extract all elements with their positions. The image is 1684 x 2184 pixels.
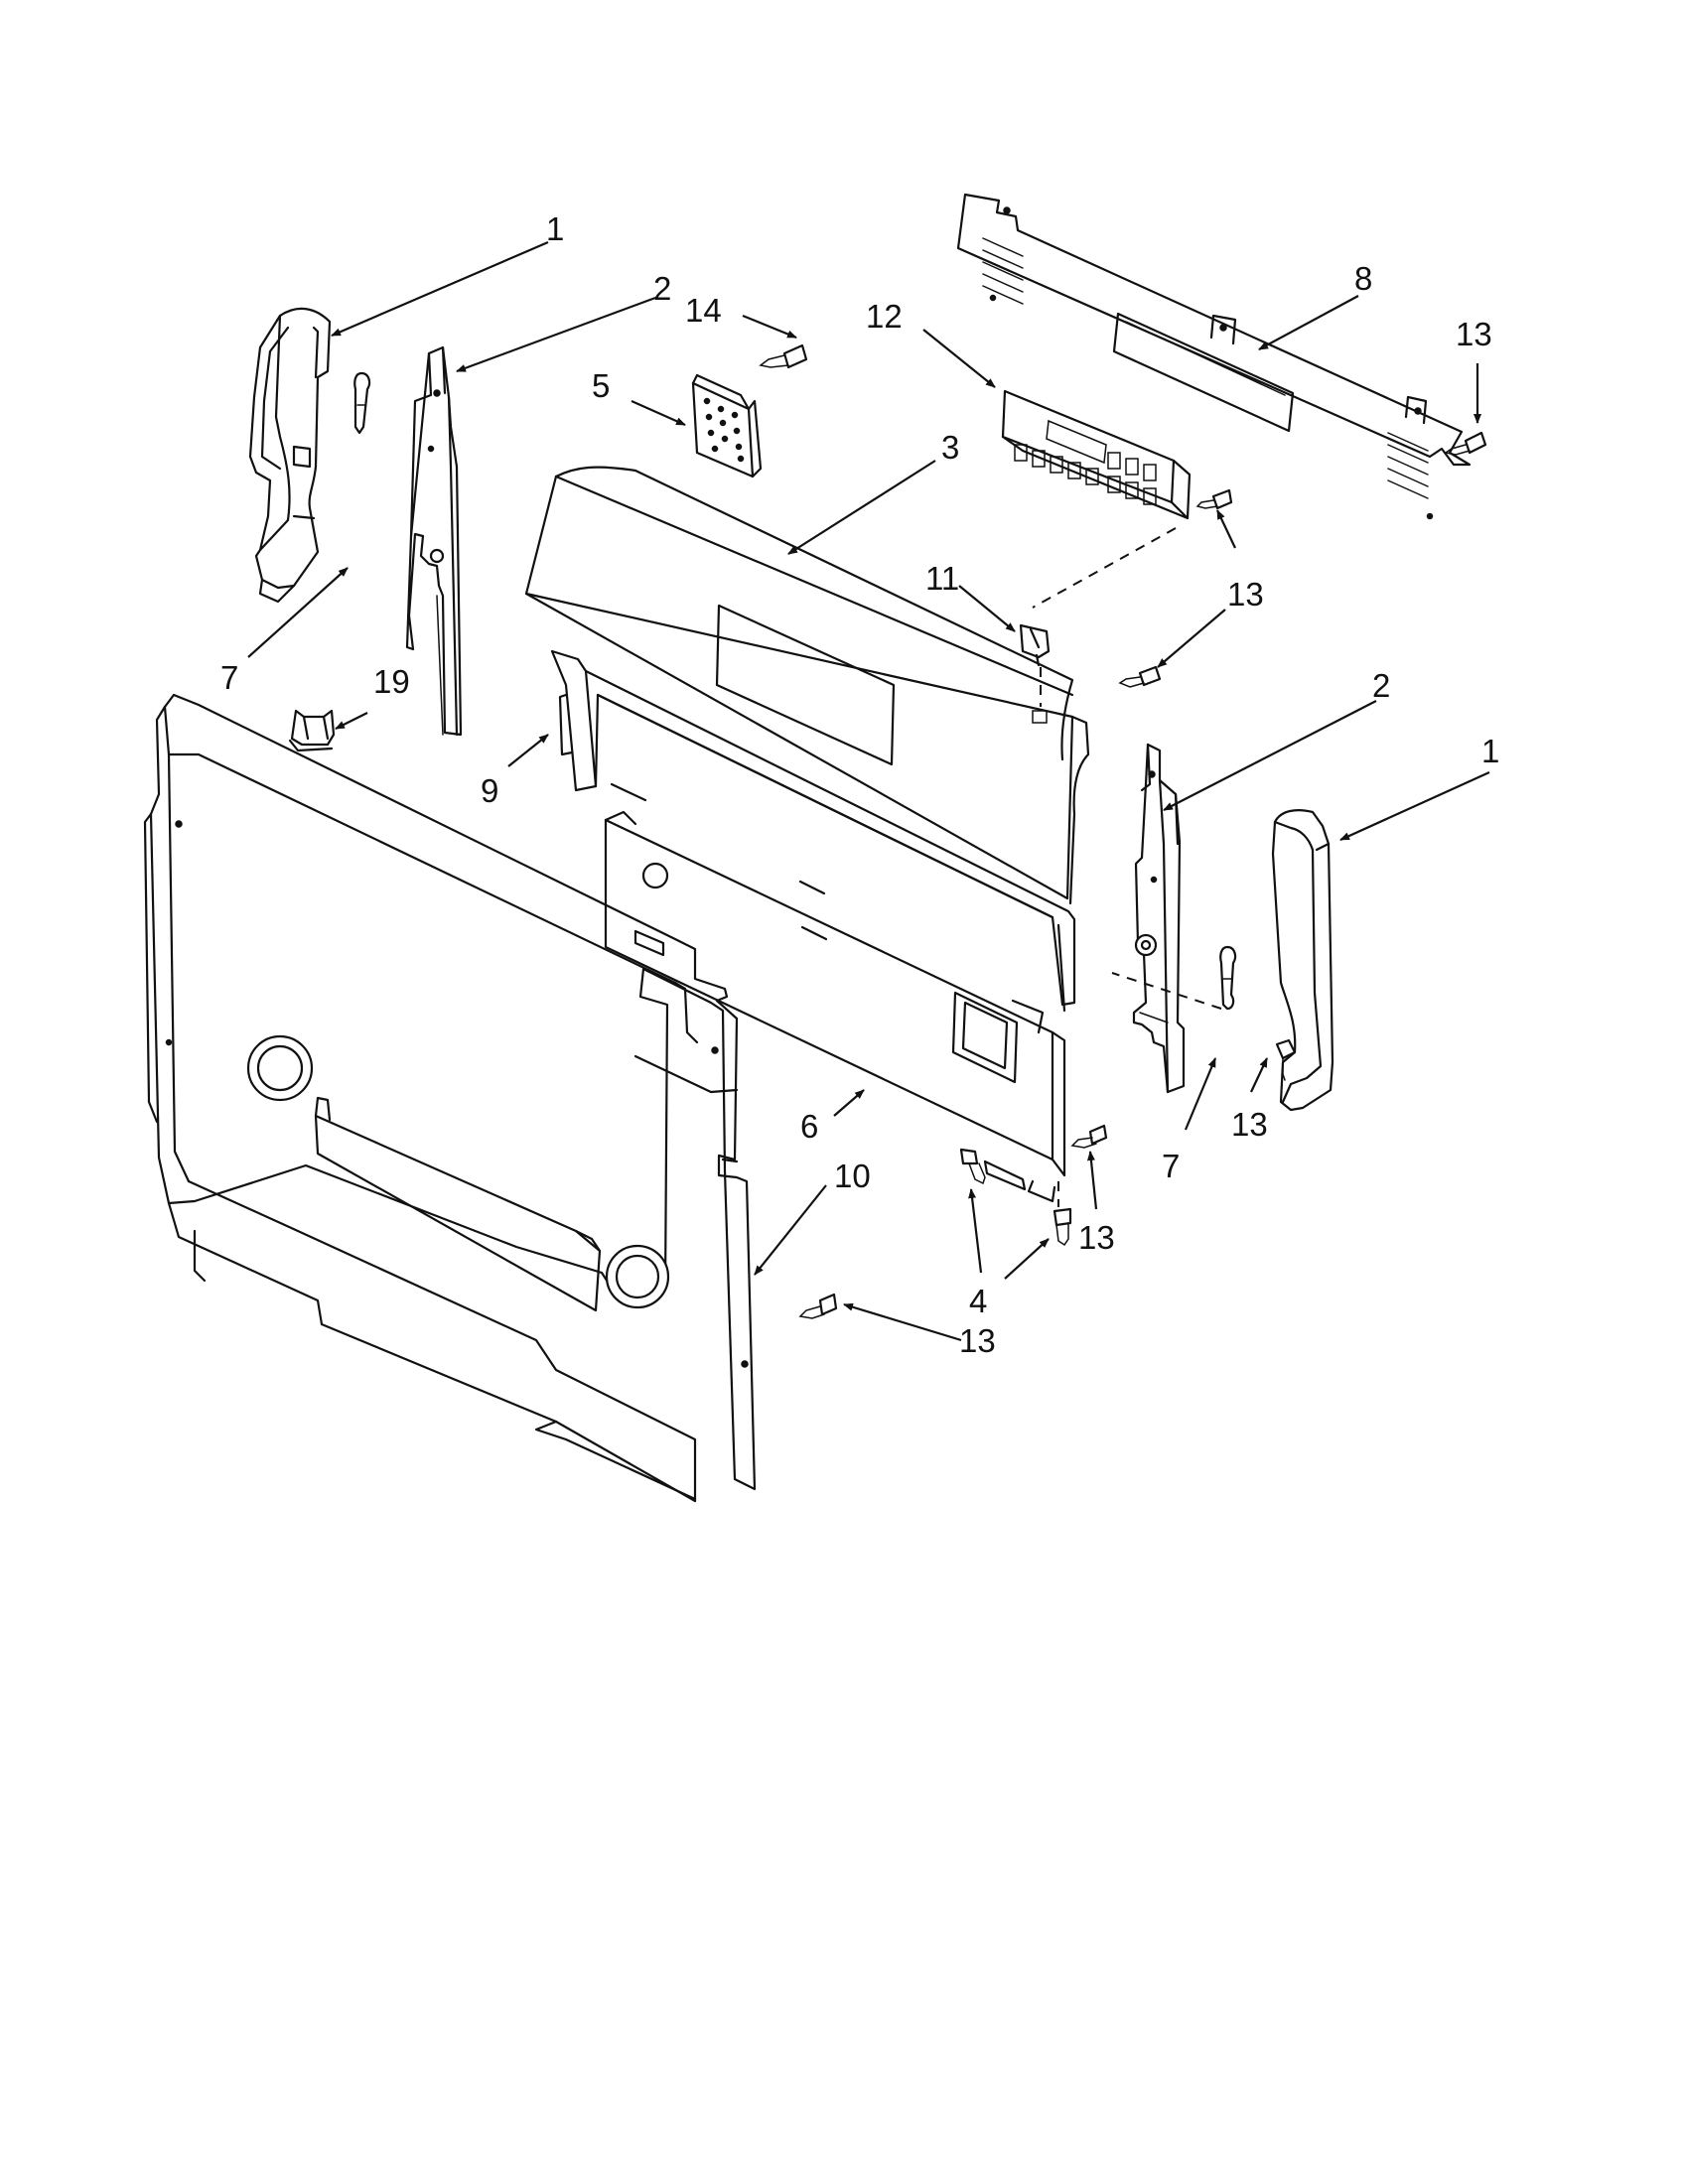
part-electronic-control <box>1001 389 1192 520</box>
part-side-bracket-right <box>1132 743 1186 1094</box>
screw-13-lower-right <box>1070 1124 1108 1149</box>
part-rear-bracket <box>956 193 1472 520</box>
callout-7-right: 7 <box>1162 1148 1180 1184</box>
callout-7-left: 7 <box>220 659 238 696</box>
callout-2-left-bracket: 2 <box>653 270 671 307</box>
callout-8: 8 <box>1354 260 1372 297</box>
callout-13-cap: 13 <box>1231 1106 1268 1143</box>
callout-13-lower-right: 13 <box>1078 1219 1115 1256</box>
part-side-bracket-left <box>405 345 463 737</box>
part-back-frame <box>550 649 1076 1013</box>
part-clip-right <box>1219 945 1237 1011</box>
callout-13-control: 13 <box>1227 576 1264 613</box>
callout-3: 3 <box>941 429 959 466</box>
part-end-cap-left <box>248 307 332 604</box>
callout-19: 19 <box>373 663 410 700</box>
screw-13-top-right <box>1444 431 1487 456</box>
callout-6: 6 <box>800 1108 818 1145</box>
callout-11: 11 <box>925 560 959 597</box>
leader-lines <box>247 240 1490 1342</box>
part-mounting-plate <box>691 373 763 478</box>
screw-13-control <box>1195 488 1233 510</box>
callout-1-right-cap: 1 <box>1481 733 1499 769</box>
part-11-switch <box>1019 623 1051 667</box>
part-clip-left <box>353 371 371 435</box>
callout-10: 10 <box>834 1158 871 1194</box>
part-backguard <box>143 693 757 1503</box>
callout-1-left-cap: 1 <box>546 210 564 247</box>
screw-13-panel <box>1118 665 1162 688</box>
callout-9: 9 <box>481 772 498 809</box>
screw-14 <box>759 343 808 369</box>
part-end-cap-right <box>1271 809 1334 1112</box>
callout-13-bottom: 13 <box>959 1322 996 1359</box>
callout-labels: 1 2 14 5 12 8 13 3 7 19 11 13 2 1 9 6 13… <box>220 210 1499 1359</box>
part-control-panel <box>524 466 1090 905</box>
screw-4-a <box>959 1148 986 1185</box>
callout-14: 14 <box>685 292 722 329</box>
callout-12: 12 <box>866 298 903 335</box>
callout-4: 4 <box>969 1283 987 1319</box>
callout-5: 5 <box>592 367 610 404</box>
screw-13-bottom <box>798 1293 838 1319</box>
screw-4-b <box>1052 1207 1072 1247</box>
callout-2-right-bracket: 2 <box>1372 667 1390 704</box>
callout-13-top-right: 13 <box>1456 316 1492 352</box>
screw-13-cap <box>1275 1038 1297 1081</box>
part-lower-panel <box>604 810 1066 1203</box>
part-19-connector <box>288 709 336 752</box>
